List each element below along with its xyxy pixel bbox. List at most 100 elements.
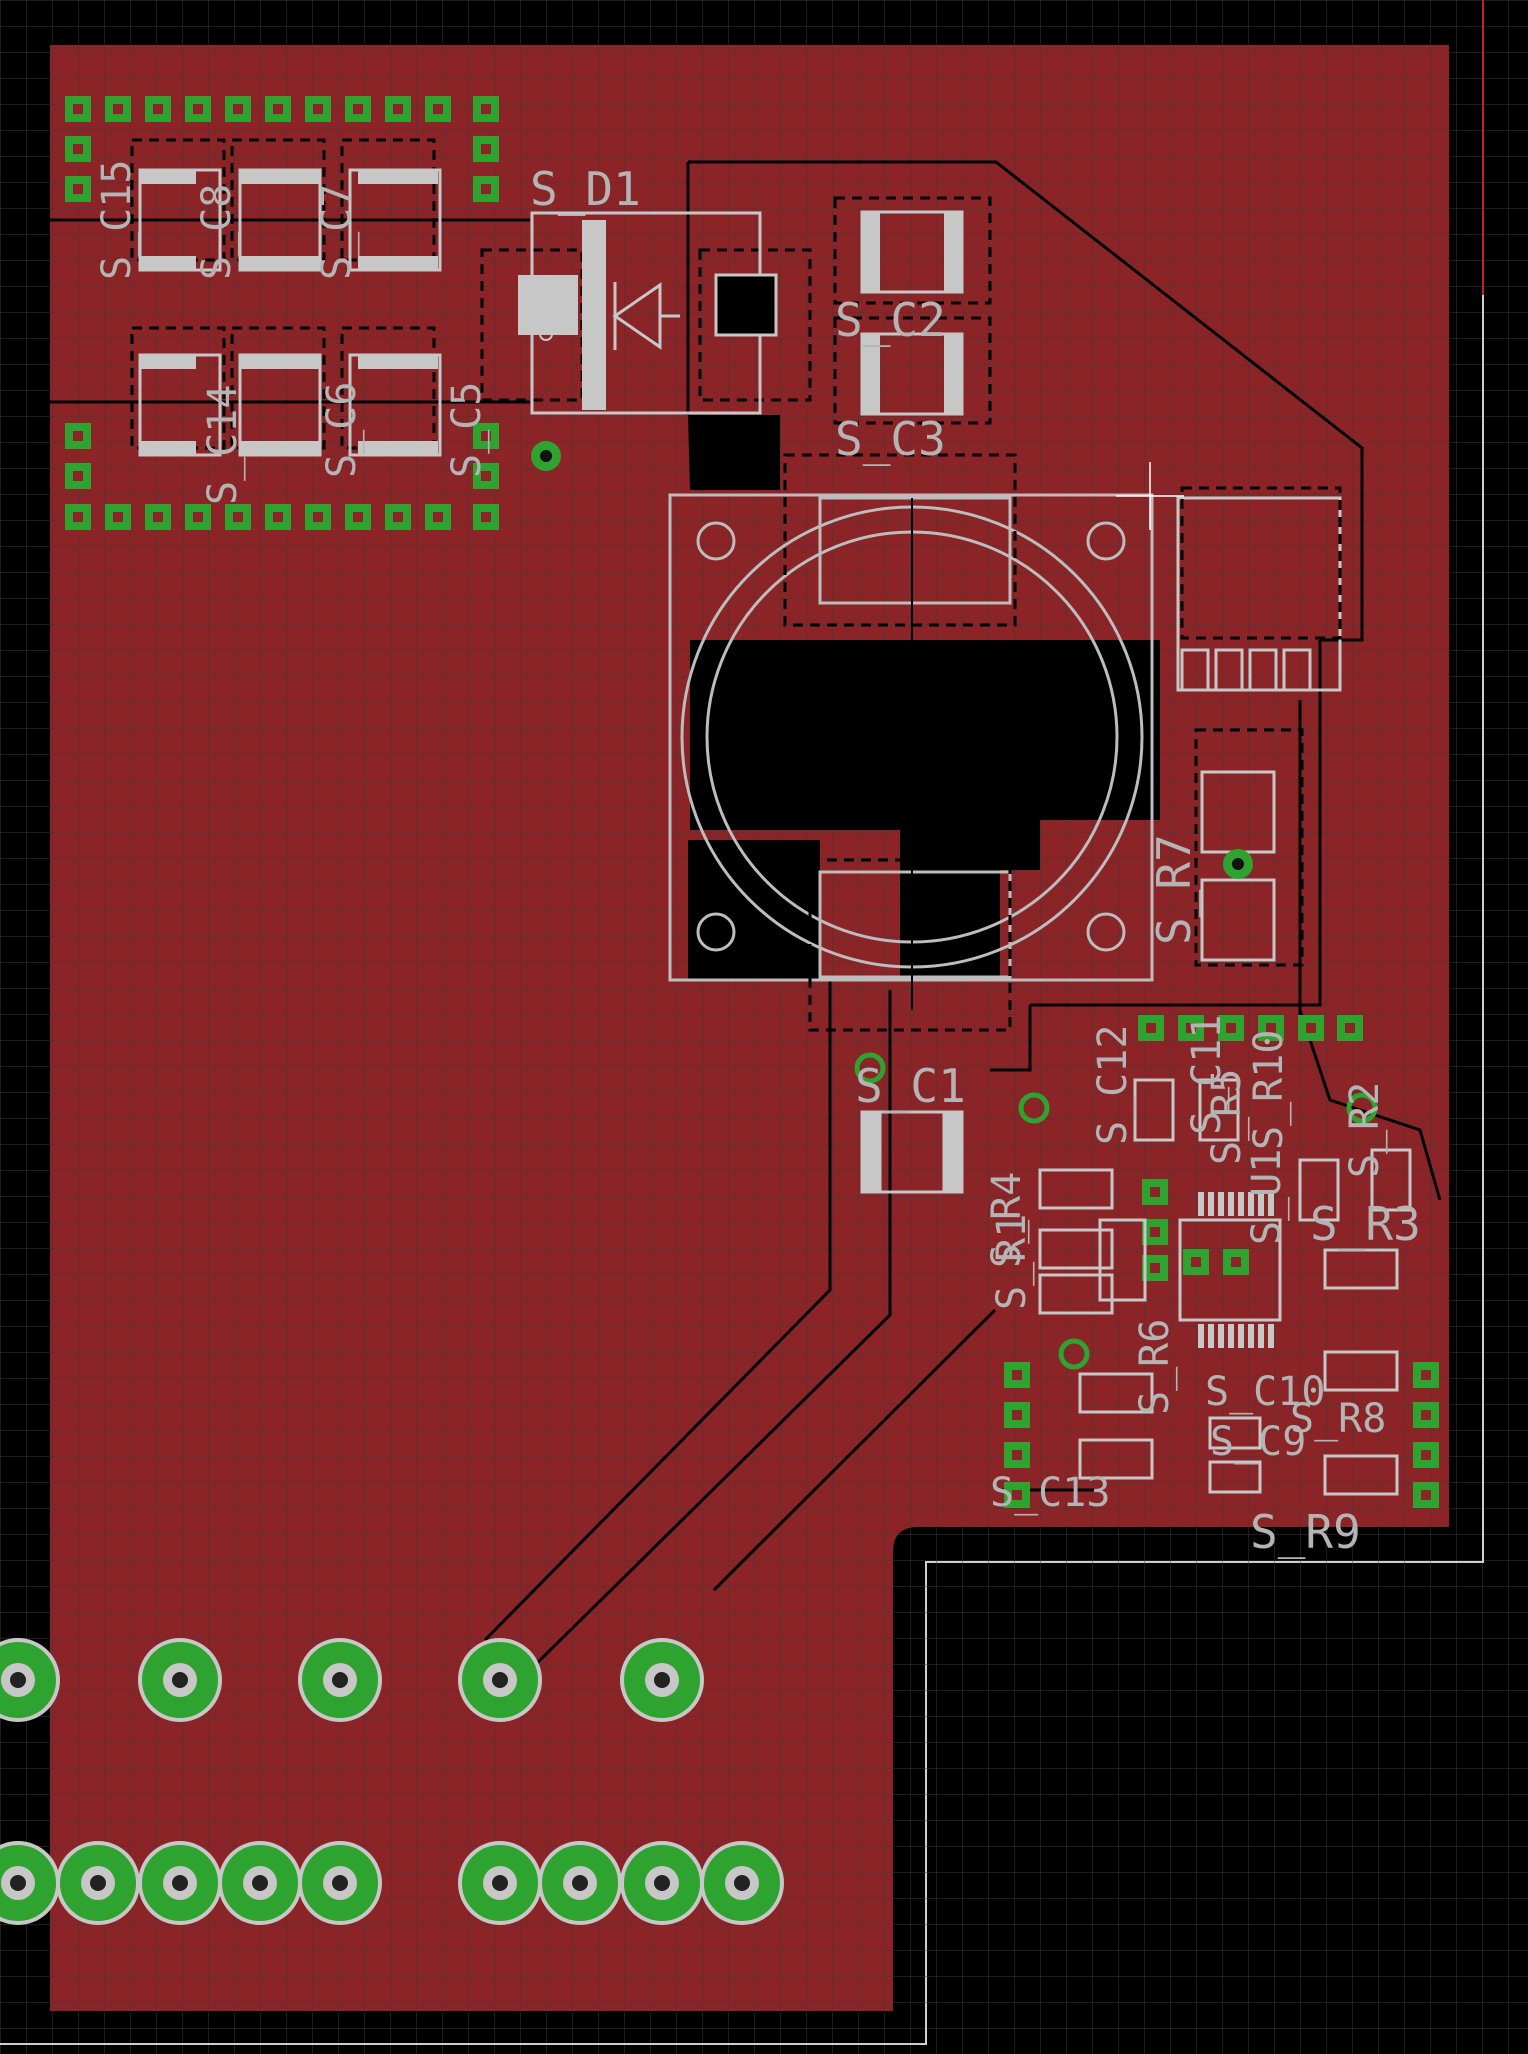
- via-hole: [73, 431, 83, 441]
- header-pin-hole: [492, 1672, 508, 1688]
- header-pins[interactable]: [0, 1638, 784, 1925]
- label-c12: S_C12: [1090, 1025, 1136, 1145]
- cap-bank-pads: [140, 170, 438, 455]
- label-d1: S_D1: [530, 162, 641, 216]
- diode-symbol-icon: [612, 282, 680, 350]
- via-hole: [1421, 1370, 1431, 1380]
- via-hole: [1191, 1257, 1201, 1267]
- via-hole: [1012, 1410, 1022, 1420]
- via-hole: [1186, 1023, 1196, 1033]
- via-hole: [113, 512, 123, 522]
- cap-c2-c3: [833, 196, 992, 425]
- via-hole: [353, 104, 363, 114]
- via-hole: [1266, 1023, 1276, 1033]
- via-hole: [1150, 1227, 1160, 1237]
- via-hole: [193, 104, 203, 114]
- via-hole: [73, 471, 83, 481]
- via-hole: [481, 431, 491, 441]
- connector-j1[interactable]: [1176, 486, 1342, 692]
- label-c5: S_C5: [444, 382, 490, 478]
- label-r10: S_R10: [1246, 1030, 1292, 1150]
- label-r4: S_R4: [984, 1172, 1030, 1268]
- via-hole: [273, 512, 283, 522]
- smd-cluster[interactable]: [1038, 1078, 1412, 1496]
- small-vias: [1018, 1092, 1378, 1370]
- via-hole: [113, 104, 123, 114]
- via-hole: [353, 512, 363, 522]
- battery-holder[interactable]: [668, 453, 1154, 1032]
- via-hole: [153, 512, 163, 522]
- header-pin-hole: [492, 1875, 508, 1891]
- label-c13: S_C13: [990, 1470, 1110, 1516]
- via-hole: [193, 512, 203, 522]
- header-pin-hole: [172, 1875, 188, 1891]
- via-hole: [1150, 1263, 1160, 1273]
- label-c2: S_C2: [835, 293, 946, 347]
- via-hole: [1421, 1450, 1431, 1460]
- header-pin-hole: [10, 1672, 26, 1688]
- pin1-marker-icon: [539, 327, 553, 341]
- label-r7: S_R7: [1147, 834, 1201, 945]
- label-c8: S_C8: [194, 184, 240, 280]
- via-hole: [73, 104, 83, 114]
- ic-u1-pins: [1198, 1192, 1274, 1348]
- via-grid: [65, 96, 1439, 1508]
- via-hole: [1012, 1450, 1022, 1460]
- via-hole: [481, 104, 491, 114]
- header-pin-hole: [572, 1875, 588, 1891]
- via-hole: [481, 471, 491, 481]
- label-r2: S_R2: [1342, 1082, 1388, 1178]
- via-hole: [1306, 1023, 1316, 1033]
- label-c11: S_C11: [1184, 1015, 1230, 1135]
- via-hole: [1231, 1257, 1241, 1267]
- via-hole: [153, 104, 163, 114]
- keepout-battery: [688, 415, 1160, 980]
- header-pin-hole: [332, 1875, 348, 1891]
- label-c3: S_C3: [835, 412, 946, 466]
- header-pin-hole: [654, 1875, 670, 1891]
- label-r8: S_R8: [1290, 1396, 1386, 1442]
- label-c14: S_C14: [200, 385, 246, 505]
- via-hole: [393, 104, 403, 114]
- via-hole: [1150, 1187, 1160, 1197]
- via-hole: [73, 184, 83, 194]
- label-r5: S_R5: [1204, 1069, 1250, 1165]
- via-hole: [1226, 1023, 1236, 1033]
- grid-overlay: [50, 45, 1449, 2011]
- label-c6: S_C6: [319, 382, 365, 478]
- header-pin-hole: [734, 1875, 750, 1891]
- via-hole: [313, 512, 323, 522]
- via-hole: [1421, 1490, 1431, 1500]
- via-hole: [73, 144, 83, 154]
- via-hole: [481, 144, 491, 154]
- header-pin-hole: [90, 1875, 106, 1891]
- via-hole: [393, 512, 403, 522]
- via-hole: [1146, 1023, 1156, 1033]
- header-pin-hole: [10, 1875, 26, 1891]
- label-c1: S_C1: [855, 1059, 966, 1113]
- label-r9: S_R9: [1250, 1505, 1361, 1559]
- via-hole: [433, 512, 443, 522]
- via-hole: [481, 184, 491, 194]
- header-pin-hole: [332, 1672, 348, 1688]
- via-hole: [1012, 1370, 1022, 1380]
- header-pin-hole: [654, 1672, 670, 1688]
- via-hole: [273, 104, 283, 114]
- header-pin-hole: [252, 1875, 268, 1891]
- diode-d1[interactable]: [480, 211, 812, 471]
- header-pin-hole: [172, 1672, 188, 1688]
- via-hole: [1012, 1490, 1022, 1500]
- label-u1: S_U1: [1244, 1149, 1290, 1245]
- via-hole: [313, 104, 323, 114]
- cursor-crosshair-icon: [1116, 462, 1184, 530]
- via-hole: [1421, 1410, 1431, 1420]
- resistor-r7[interactable]: [1194, 728, 1304, 967]
- via-hole: [1345, 1023, 1355, 1033]
- trace-outlines: [50, 160, 1442, 1672]
- label-c9: S_C9: [1210, 1419, 1306, 1465]
- label-r3: S_R3: [1310, 1197, 1421, 1251]
- label-c10: S_C10: [1205, 1369, 1325, 1415]
- label-r1: S_R1: [989, 1214, 1035, 1310]
- keepout-battery-lower: [688, 840, 820, 980]
